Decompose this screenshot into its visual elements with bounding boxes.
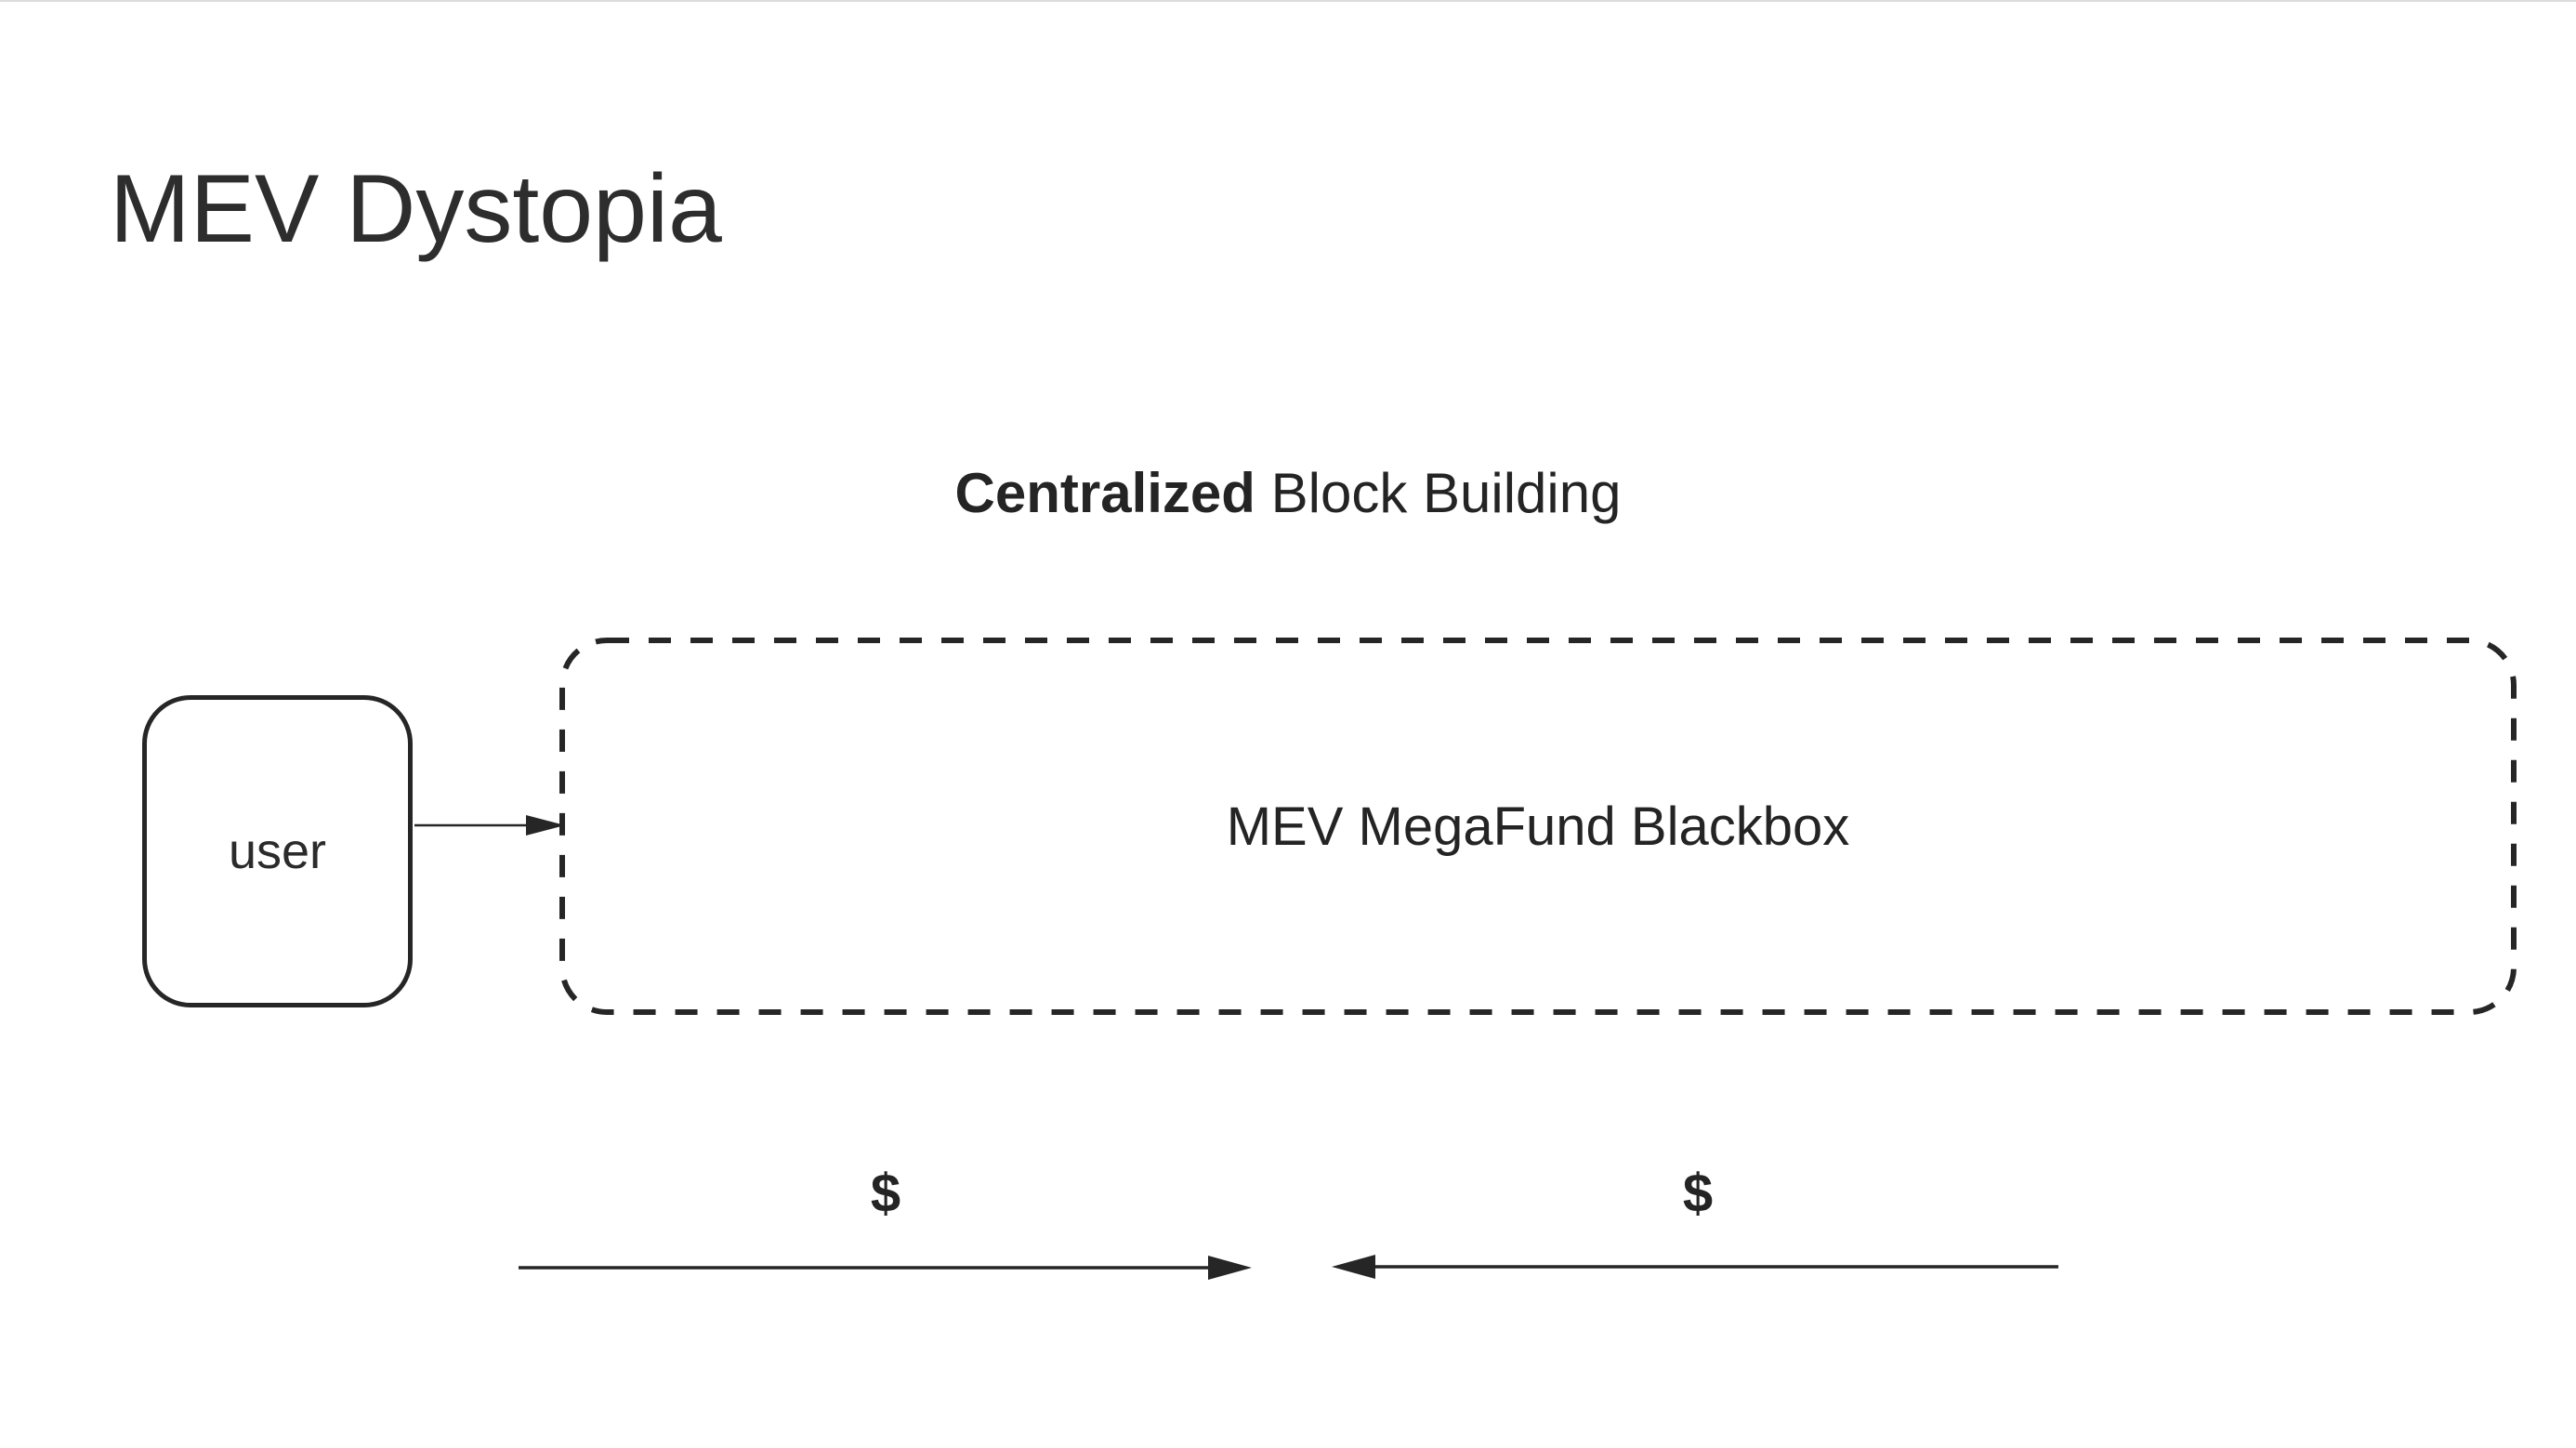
dollar-flow-left-arrow xyxy=(1332,1255,2058,1279)
dollar-label-right: $ xyxy=(1682,1163,1714,1224)
dollar-label-left: $ xyxy=(870,1163,901,1224)
window-top-edge xyxy=(0,0,2576,2)
blackbox-node-outline xyxy=(559,638,2517,1015)
section-heading-rest: Block Building xyxy=(1255,462,1622,524)
user-node: user xyxy=(142,695,413,1007)
page-title: MEV Dystopia xyxy=(110,155,722,263)
section-heading: Centralized Block Building xyxy=(0,465,2576,522)
arrow-user-to-blackbox xyxy=(414,815,565,836)
section-heading-bold: Centralized xyxy=(954,462,1255,524)
dollar-flow-right-arrow xyxy=(519,1256,1252,1280)
user-node-label: user xyxy=(228,823,327,879)
